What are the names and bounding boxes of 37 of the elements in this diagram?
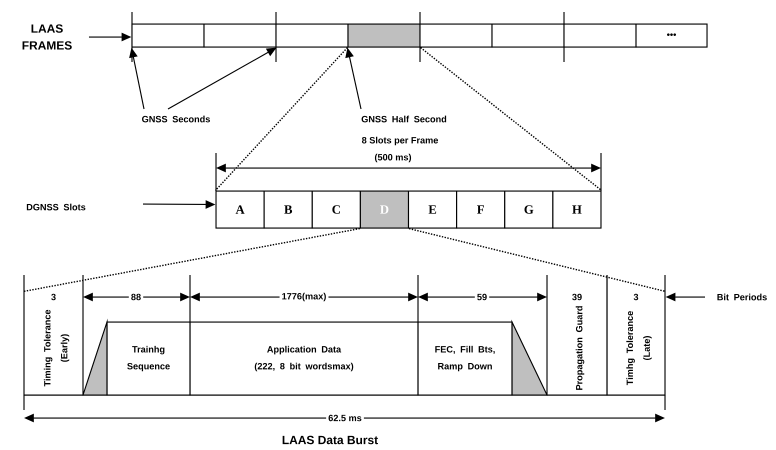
slot-cell: G <box>504 190 554 229</box>
callout-label: GNSS Seconds <box>142 116 210 122</box>
ramp-box: Trainhg Sequence <box>82 318 191 396</box>
frame-cell <box>491 23 565 48</box>
slot-cell: C <box>312 190 361 229</box>
slot-cell: H <box>552 190 602 229</box>
frame-cell <box>131 23 205 48</box>
dimension-label: 1776(max) <box>280 290 328 304</box>
dimension-label: (500 ms) <box>372 152 414 164</box>
projection-line <box>214 47 348 191</box>
frame-cell <box>347 23 421 48</box>
frame-cell <box>563 23 637 48</box>
dimension-label: 62.5 ms <box>326 412 364 424</box>
guard-column: 39 Propagation Guard <box>546 275 608 396</box>
frames-label: LAAS FRAMES <box>22 24 72 50</box>
projection-line <box>420 47 602 192</box>
slot-cell: B <box>264 190 313 229</box>
projection-line <box>23 228 360 292</box>
slot-cell: A <box>215 190 265 229</box>
row-label: Bit Periods <box>717 294 767 300</box>
frame-cell <box>203 23 277 48</box>
slot-cell: D <box>360 190 410 229</box>
callout-label: GNSS Half Second <box>362 116 446 122</box>
data-box: Application Data (222, 8 bit wordsmax) <box>189 321 419 396</box>
frame-cell <box>275 23 349 48</box>
row-label: DGNSS Slots <box>26 204 86 210</box>
timing-column: 3 Timing Tolerance (Early) <box>23 275 84 396</box>
slot-cell: F <box>456 190 506 229</box>
dimension-label: 8 Slots per Frame <box>362 136 438 146</box>
dimension-label: 88 <box>128 292 144 302</box>
projection-line <box>408 228 666 292</box>
slot-cell: E <box>408 190 458 229</box>
dimension-label: LAAS Data Burst <box>282 436 378 444</box>
dimension-label: 59 <box>474 292 490 302</box>
timing-column: 3 Timhg Tolerance (Late) <box>606 275 666 396</box>
frame-cell: ••• <box>635 23 708 48</box>
frame-cell <box>419 23 493 48</box>
